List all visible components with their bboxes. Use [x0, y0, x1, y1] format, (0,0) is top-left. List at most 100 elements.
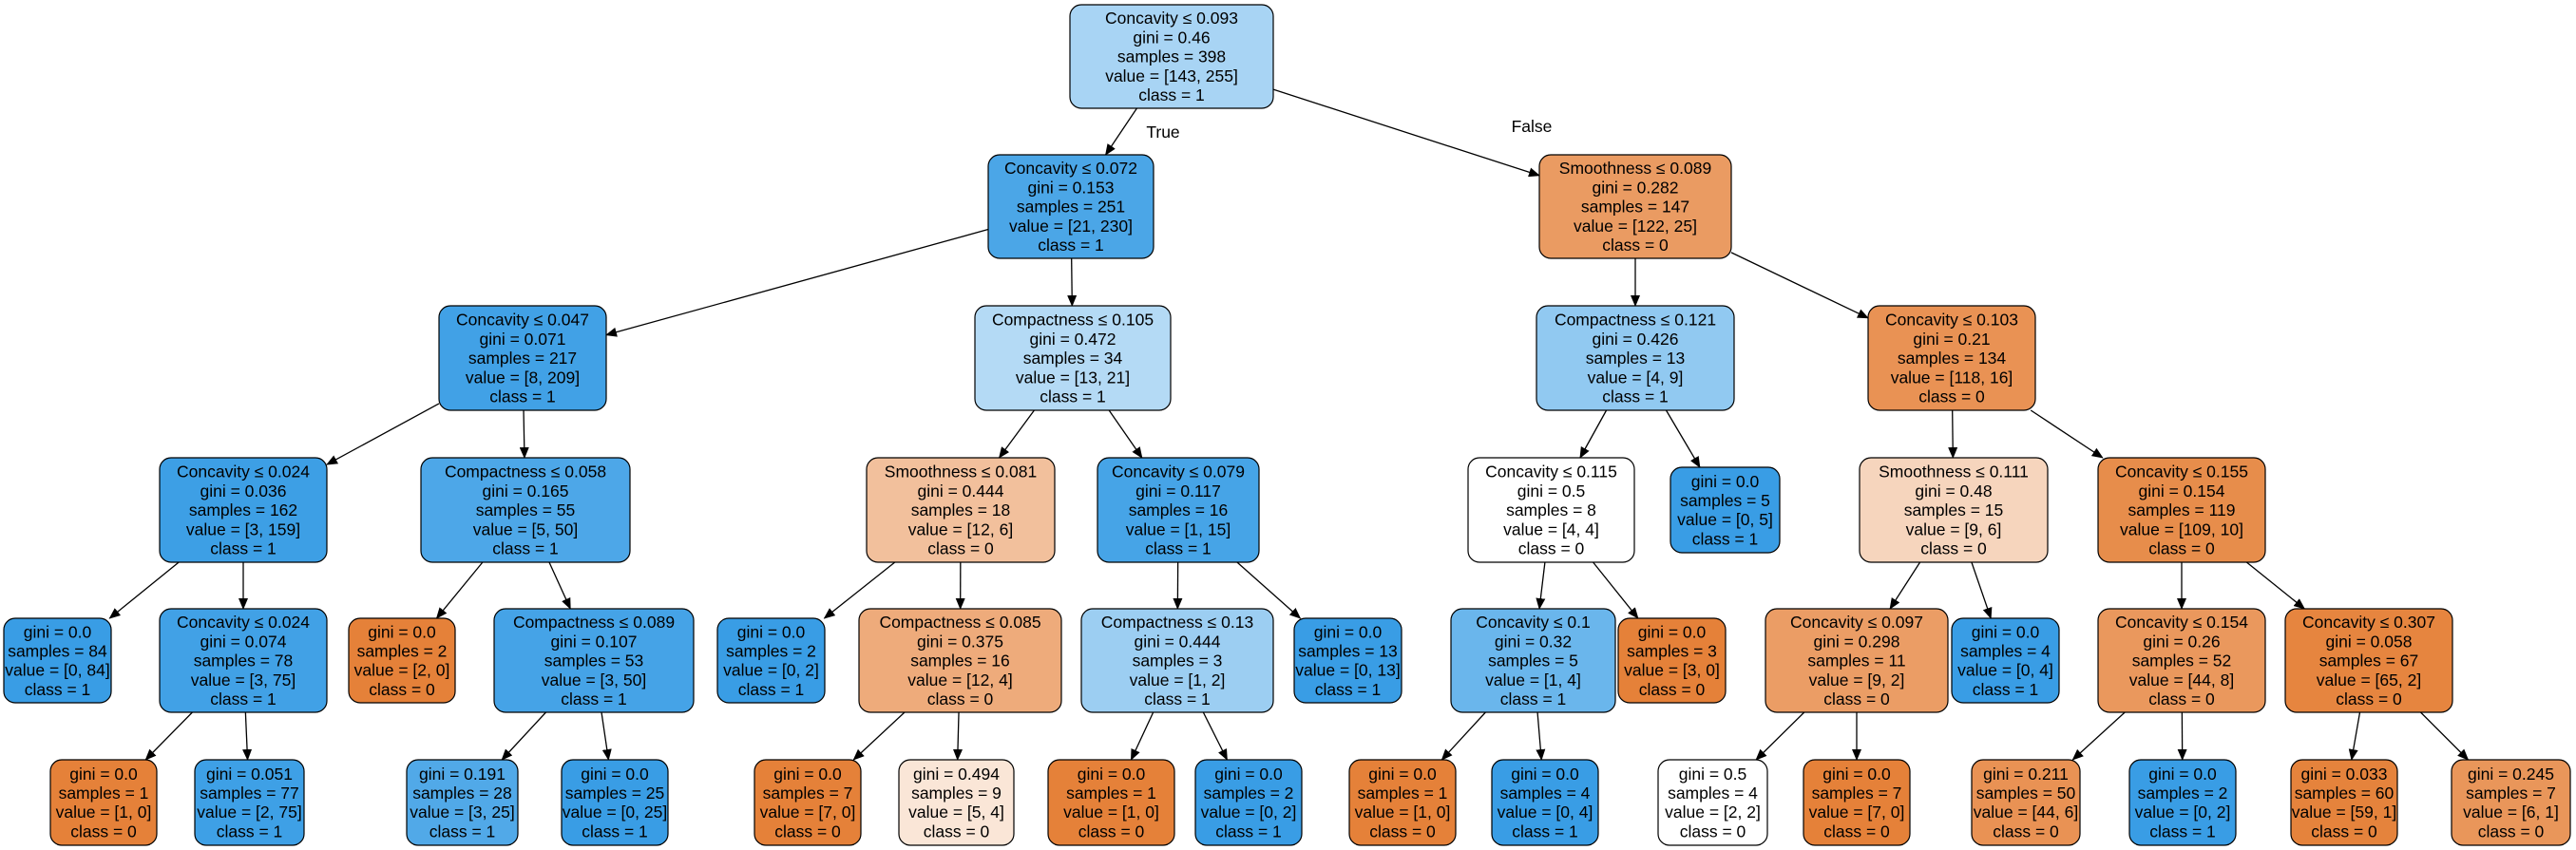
node-text-line: samples = 7	[2466, 784, 2556, 803]
node-text-line: samples = 13	[1586, 349, 1686, 368]
node-text-line: value = [1, 2]	[1130, 671, 1226, 689]
tree-edge-arrow	[953, 711, 963, 761]
node-text-line: gini = 0.46	[1133, 28, 1210, 47]
tree-edge-arrow	[1536, 711, 1546, 761]
node-text-line: class = 0	[924, 822, 990, 841]
node-text-line: gini = 0.165	[483, 482, 569, 501]
node-text-line: Smoothness ≤ 0.081	[885, 463, 1037, 482]
tree-edge-arrow	[1971, 561, 1993, 619]
tree-edge-arrow	[1130, 711, 1154, 761]
node-text-line: gini = 0.0	[1078, 765, 1146, 784]
node-text-line: value = [6, 1]	[2463, 803, 2559, 822]
node-text-line: gini = 0.26	[2143, 632, 2220, 651]
node-text-line: samples = 398	[1117, 47, 1226, 66]
node-text-line: class = 1	[217, 822, 283, 841]
node-text-line: gini = 0.0	[1638, 622, 1707, 641]
tree-edge-arrow	[519, 409, 529, 459]
node-text-line: gini = 0.033	[2301, 765, 2388, 784]
node-box	[1080, 608, 1274, 713]
node-text-line: samples = 7	[763, 784, 853, 803]
node-text-line: value = [0, 84]	[5, 661, 109, 680]
tree-edge-arrow	[1202, 711, 1229, 761]
node-text-line: value = [0, 5]	[1677, 510, 1773, 529]
node-box	[1538, 154, 1732, 259]
node-text-line: samples = 84	[8, 642, 107, 661]
node-text-line: Concavity ≤ 0.307	[2302, 613, 2435, 632]
node-box	[1069, 4, 1274, 109]
node-text-line: Concavity ≤ 0.155	[2115, 463, 2248, 482]
node-text-line: gini = 0.191	[419, 765, 506, 784]
node-text-line: Concavity ≤ 0.115	[1485, 463, 1617, 482]
node-text-line: class = 1	[561, 689, 627, 708]
node-text-line: gini = 0.375	[917, 632, 1003, 651]
node-box	[898, 759, 1015, 846]
node-text-line: class = 0	[2478, 822, 2545, 841]
node-text-line: gini = 0.153	[1028, 178, 1115, 197]
node-text-line: samples = 3	[1133, 652, 1223, 671]
node-text-line: class = 1	[429, 822, 496, 841]
node-text-line: gini = 0.211	[1983, 765, 2069, 784]
node-text-line: samples = 34	[1023, 349, 1123, 368]
node-text-line: value = [0, 13]	[1295, 661, 1400, 680]
node-box	[493, 608, 695, 713]
node-text-line: value = [3, 0]	[1624, 661, 1720, 680]
node-text-line: samples = 28	[412, 784, 512, 803]
node-box	[561, 759, 669, 846]
tree-edge-arrow	[601, 711, 612, 761]
node-text-line: class = 1	[2149, 822, 2216, 841]
node-box	[2097, 457, 2266, 563]
node-text-line: value = [44, 8]	[2129, 671, 2234, 689]
node-box	[438, 305, 607, 411]
tree-edge-arrow	[2245, 561, 2306, 610]
node-text-line: class = 0	[1823, 689, 1890, 708]
node-text-line: class = 0	[1993, 822, 2059, 841]
node-text-line: gini = 0.48	[1915, 482, 1992, 501]
node-text-line: class = 0	[2148, 689, 2215, 708]
node-text-line: samples = 4	[1960, 642, 2051, 661]
node-text-line: value = [0, 25]	[563, 803, 667, 822]
node-box	[1617, 617, 1727, 704]
node-text-line: class = 1	[492, 539, 559, 558]
tree-edge-arrow	[1236, 561, 1302, 619]
node-text-line: class = 0	[1823, 822, 1890, 841]
node-text-line: samples = 4	[1668, 784, 1758, 803]
tree-edge-arrow	[998, 409, 1035, 459]
tree-edge-arrow	[435, 561, 484, 619]
node-box	[1450, 608, 1616, 713]
node-text-line: gini = 0.5	[1517, 482, 1586, 501]
node-text-line: samples = 15	[1904, 501, 2004, 519]
tree-edge-arrow	[1108, 409, 1143, 459]
node-text-line: value = [5, 4]	[908, 803, 1004, 822]
node-text-line: gini = 0.32	[1495, 632, 1572, 651]
node-text-line: class = 0	[927, 539, 994, 558]
node-text-line: class = 0	[369, 680, 435, 699]
node-text-line: value = [0, 2]	[2135, 803, 2231, 822]
node-text-line: class = 1	[1602, 387, 1669, 406]
node-box	[858, 608, 1062, 713]
node-text-line: value = [0, 2]	[1201, 803, 1297, 822]
node-text-line: class = 0	[1639, 680, 1706, 699]
edges-layer	[108, 88, 2470, 761]
node-text-line: class = 0	[2148, 539, 2215, 558]
node-text-line: class = 0	[70, 822, 137, 841]
node-text-line: Smoothness ≤ 0.089	[1559, 159, 1711, 178]
node-text-line: value = [2, 0]	[354, 661, 450, 680]
node-text-line: class = 1	[25, 680, 91, 699]
node-text-line: value = [1, 4]	[1485, 671, 1581, 689]
node-text-line: class = 0	[1920, 539, 1987, 558]
node-text-line: Compactness ≤ 0.121	[1555, 311, 1716, 330]
